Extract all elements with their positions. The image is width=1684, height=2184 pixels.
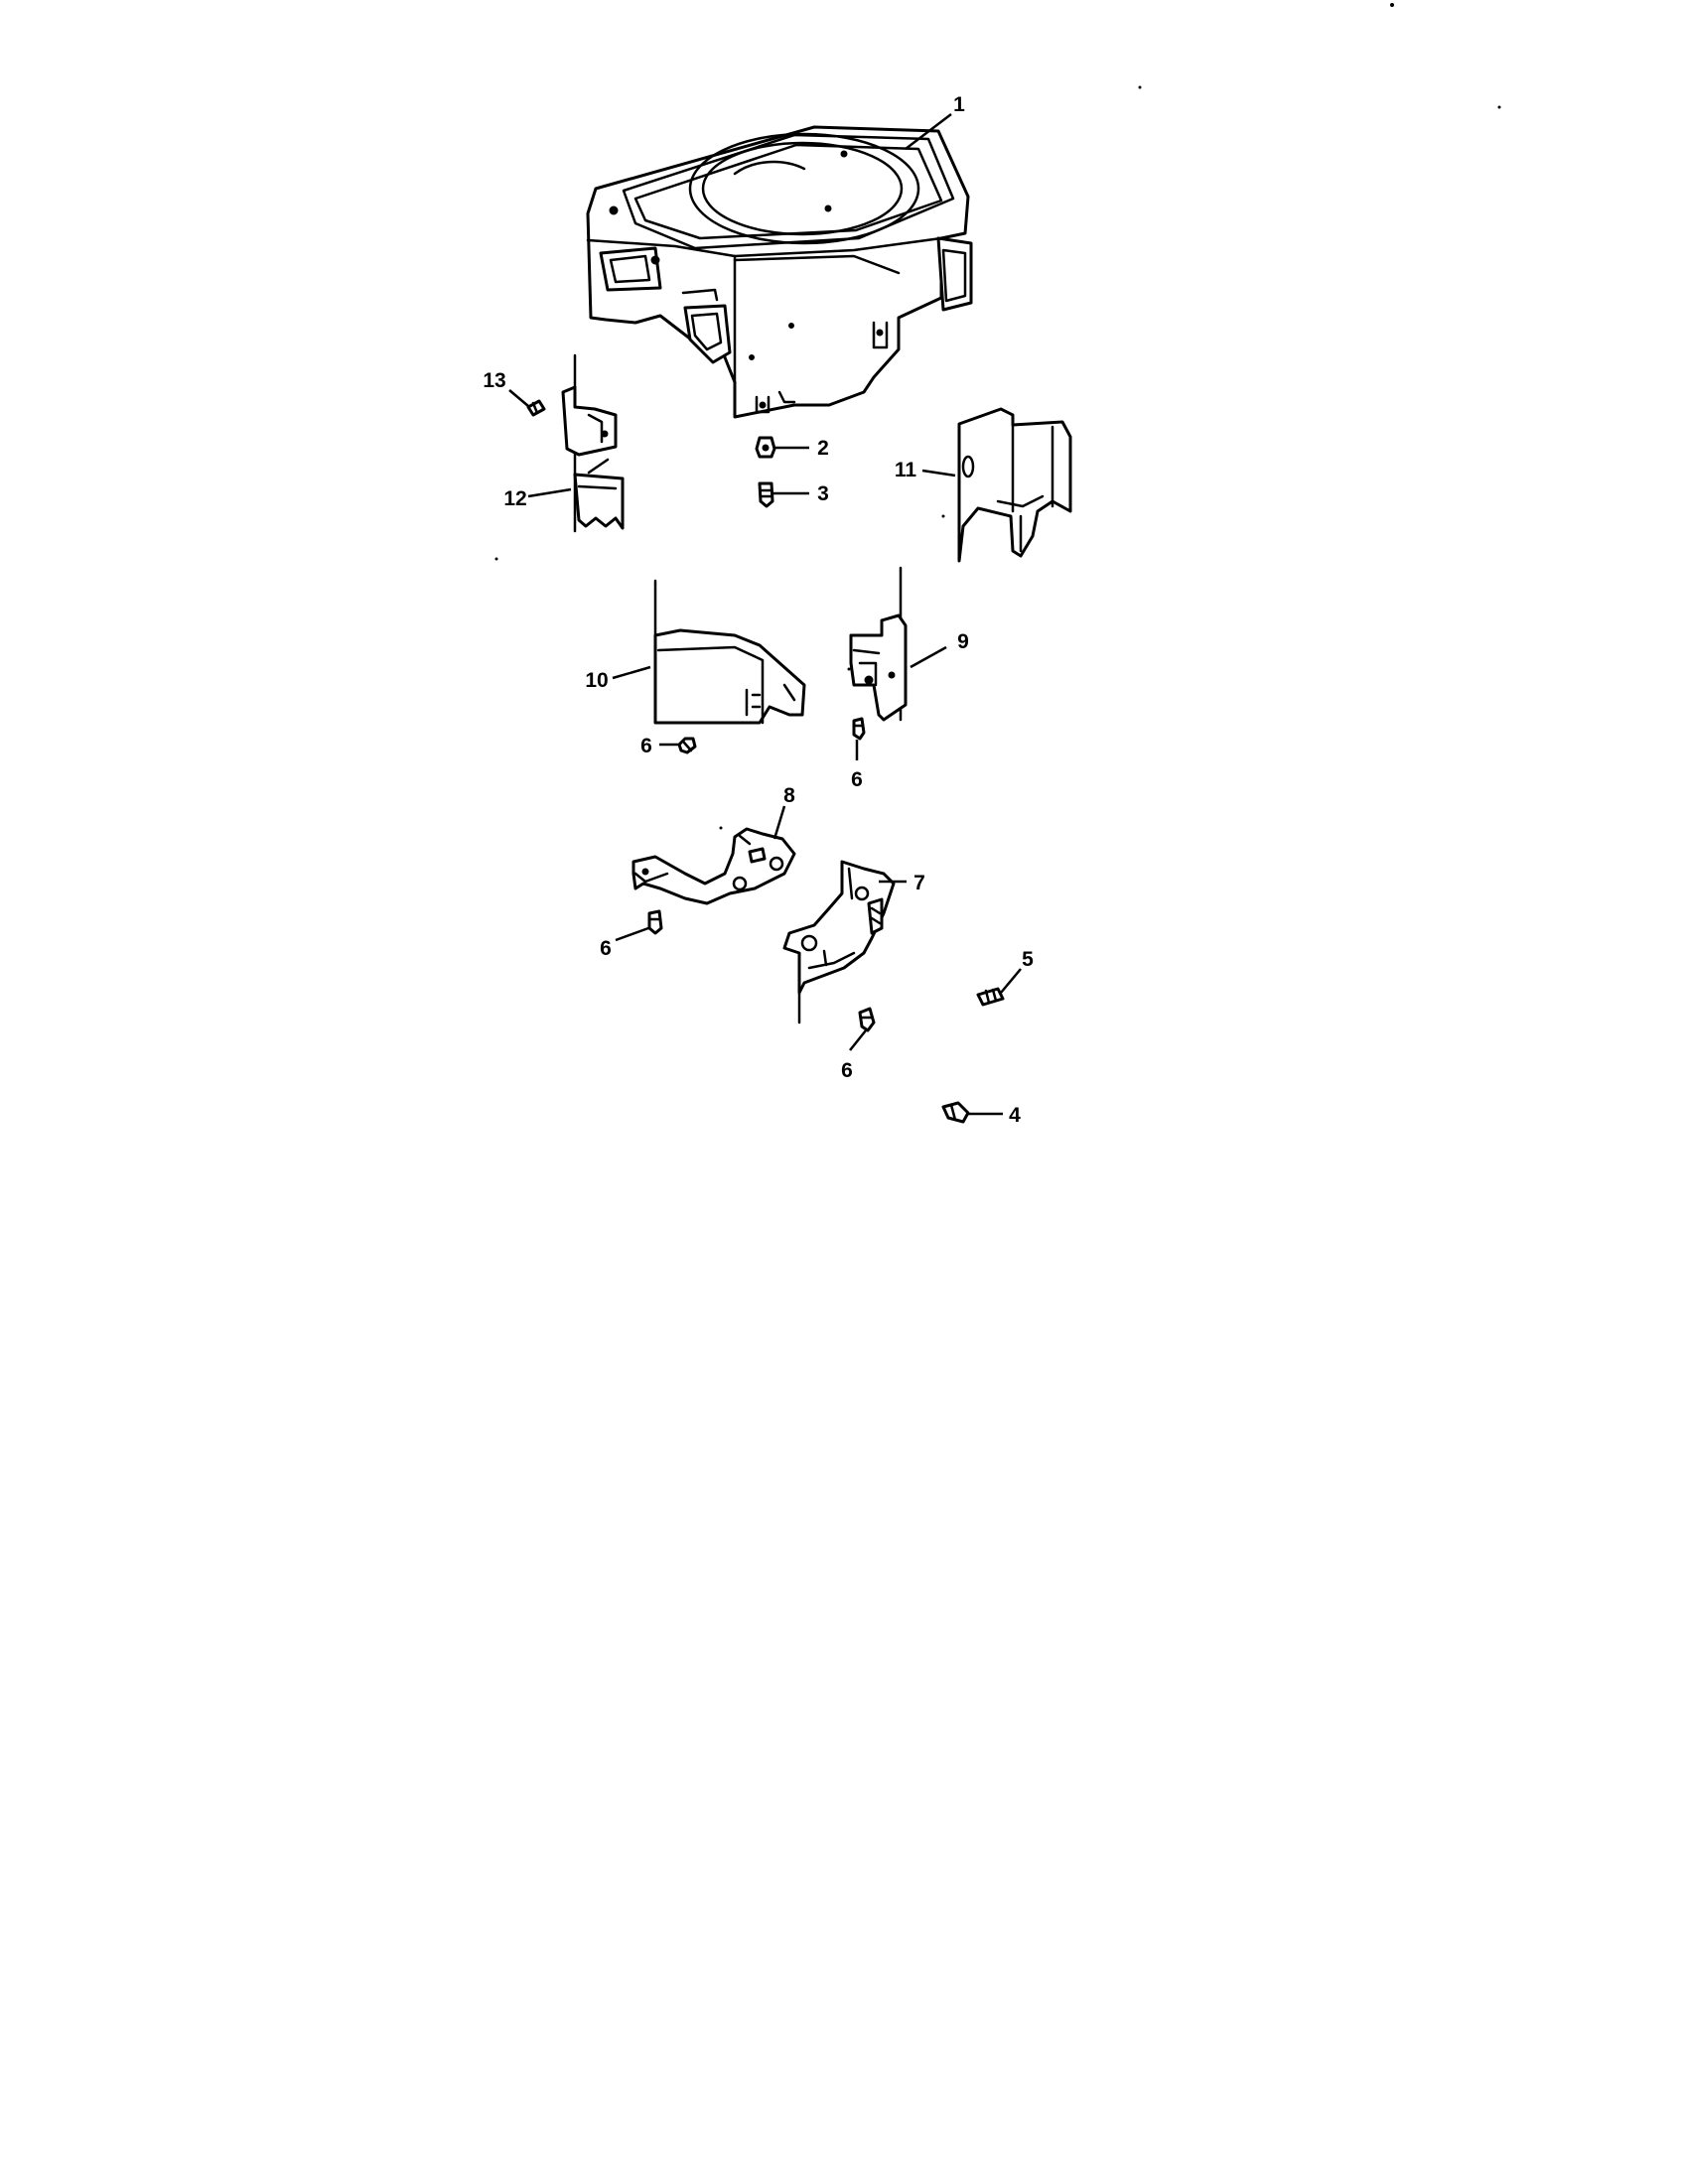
leader-8 (772, 805, 786, 840)
shield-part-10 (653, 579, 806, 725)
baffle-part-8 (632, 827, 796, 905)
callout-6d: 6 (841, 1059, 853, 1082)
screw-part-3 (758, 481, 774, 508)
callout-6b: 6 (851, 768, 863, 791)
blower-housing (586, 125, 973, 419)
leader-6c (615, 926, 649, 942)
shield-part-11 (957, 407, 1072, 563)
screw-part-6-d (858, 1007, 876, 1032)
screw-part-4 (941, 1101, 970, 1124)
callout-7: 7 (913, 872, 925, 894)
callout-6a: 6 (640, 735, 652, 757)
nut-part-2 (755, 436, 776, 459)
screw-part-6-b (852, 717, 866, 741)
callout-4: 4 (1009, 1104, 1021, 1127)
leader-1 (905, 113, 952, 150)
leader-lines (508, 113, 1022, 1116)
screw-part-6-c (647, 909, 663, 935)
screw-part-13 (526, 399, 546, 417)
screw-part-6-a (677, 737, 697, 754)
leader-12 (527, 487, 572, 498)
leader-11 (921, 469, 956, 478)
callout-6c: 6 (600, 937, 612, 960)
baffle-part-7 (782, 860, 896, 1024)
shield-part-9 (849, 566, 908, 722)
leader-9 (910, 645, 947, 669)
callout-1: 1 (953, 93, 965, 116)
callout-10: 10 (585, 669, 608, 692)
leader-13 (508, 389, 529, 407)
callout-8: 8 (783, 784, 795, 807)
callout-12: 12 (503, 487, 526, 510)
leader-6d (849, 1029, 867, 1051)
screw-part-5 (976, 987, 1005, 1007)
callout-5: 5 (1022, 948, 1034, 971)
leader-5 (1000, 968, 1022, 994)
callout-13: 13 (483, 369, 505, 392)
callout-11: 11 (895, 459, 917, 481)
callout-2: 2 (817, 437, 829, 460)
leader-10 (612, 665, 651, 680)
callout-3: 3 (817, 482, 829, 505)
scan-specks (494, 3, 1501, 830)
bracket-part-12 (561, 353, 625, 533)
callout-labels: 1 2 3 4 5 6 6 6 6 7 8 9 10 11 12 13 (483, 93, 1034, 1127)
callout-9: 9 (957, 630, 969, 653)
